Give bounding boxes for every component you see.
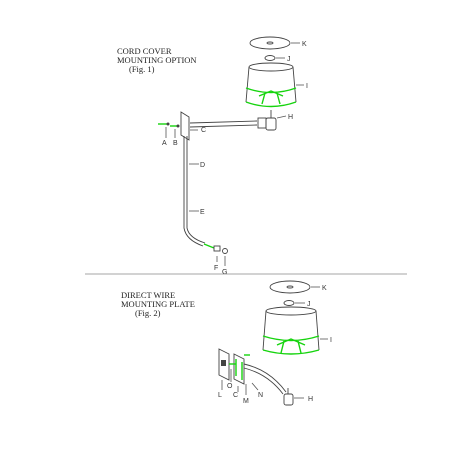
fig1-label-d: D <box>200 162 205 169</box>
fig2-part-h-socket <box>283 388 304 406</box>
fig2-drawing: L O C M N H I J K <box>218 280 332 406</box>
fig1-part-ab-screws <box>158 122 180 138</box>
fig2-label-c: C <box>233 392 238 399</box>
fig1-part-h-socket <box>265 110 287 131</box>
fig1-caption-line1: CORD COVER <box>117 46 172 56</box>
fig1-label-f: F <box>214 265 218 272</box>
fig1-caption: CORD COVER MOUNTING OPTION (Fig. 1) <box>117 47 197 74</box>
fig1-part-i-shade <box>245 62 304 108</box>
fig1-label-k: K <box>302 41 307 48</box>
fig2-label-n: N <box>258 392 263 399</box>
fig2-label-k: K <box>322 285 327 292</box>
fig1-label-a: A <box>162 140 167 147</box>
fig1-part-c-bracket <box>180 111 198 141</box>
fig1-label-i: I <box>306 83 308 90</box>
fig2-label-i: I <box>330 337 332 344</box>
fig1-part-k-disc <box>249 36 300 50</box>
fig1-label-g: G <box>222 269 227 276</box>
fig1-caption-line3: (Fig. 1) <box>129 64 155 74</box>
fig2-label-j: J <box>307 301 311 308</box>
fig2-arm <box>243 363 287 395</box>
fig1-label-j: J <box>287 56 291 63</box>
fig1-label-h: H <box>288 114 293 121</box>
fig1-part-j-ring <box>264 55 285 61</box>
fig2-part-j-ring <box>283 300 305 306</box>
fig2-part-i-shade <box>262 306 328 355</box>
fig2-part-mno-bracket <box>229 353 259 395</box>
fig1-drawing: A B C D E F G H I J K <box>158 36 308 276</box>
fig2-label-h: H <box>308 396 313 403</box>
fig2-caption-line3: (Fig. 2) <box>135 308 161 318</box>
fig2-part-k-disc <box>269 280 320 294</box>
fig1-label-e: E <box>200 209 205 216</box>
fig2-caption: DIRECT WIRE MOUNTING PLATE (Fig. 2) <box>121 291 195 318</box>
fig1-label-c: C <box>201 127 206 134</box>
fig2-caption-line1: DIRECT WIRE <box>121 290 176 300</box>
fig1-part-fg-plug <box>203 243 228 266</box>
fig2-label-m: M <box>243 398 249 405</box>
fig2-part-l-plate <box>218 348 230 390</box>
fig1-label-b: B <box>173 140 178 147</box>
fig1-caption-line2: MOUNTING OPTION <box>117 55 197 65</box>
fig1-part-de-cord <box>183 136 206 247</box>
fig2-label-o: O <box>227 383 233 390</box>
fig2-caption-line2: MOUNTING PLATE <box>121 299 195 309</box>
fig1-arm <box>189 117 267 129</box>
fig2-label-l: L <box>218 392 222 399</box>
